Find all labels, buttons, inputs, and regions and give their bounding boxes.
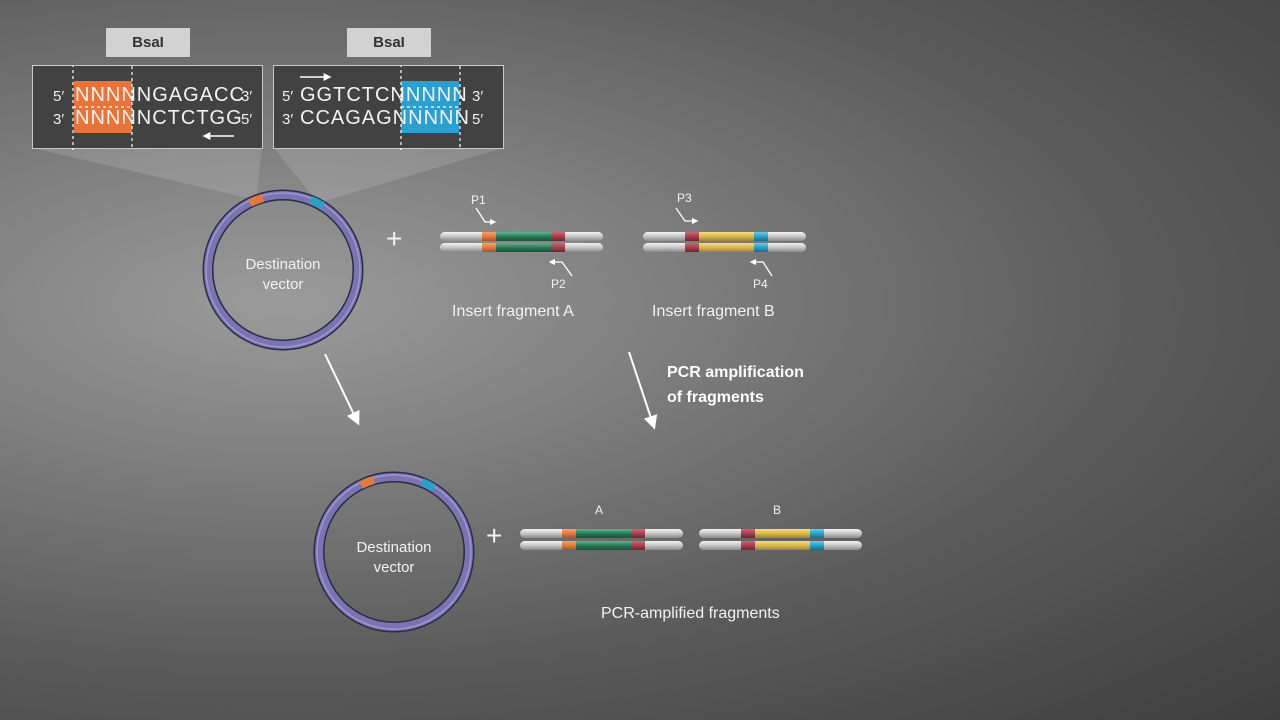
fragment-a-label: Insert fragment A [452,303,574,320]
recognition-bases: CCAGAGN [300,107,409,129]
recognition-bases: NGAGACC [136,84,245,106]
callout-cone-left [33,148,262,200]
callout-cone-right [274,148,503,203]
enzyme-label-left: BsaI [106,28,190,57]
prime-label: 3′ [53,111,65,128]
prime-label: 5′ [472,111,484,128]
enzyme-label-right: BsaI [347,28,431,57]
sequence-box-right: 5′ GGTCTCNNNNN 3′ 3′ CCAGAGNNNNN 5′ [273,65,504,150]
vector-label-line: vector [373,559,415,576]
top-vector-label: Destination vector [223,255,343,295]
prime-label: 5′ [53,88,65,105]
sequence-top-right: GGTCTCNNNNN [300,84,468,107]
primer-label-p3: P3 [677,191,692,205]
pcr-down-arrow [628,351,658,430]
primer-label-p1: P1 [471,193,486,207]
pcr-step-line: PCR amplification [667,364,804,381]
primer-p1-arrow [475,207,497,226]
recognition-bases: GGTCTCN [300,84,406,106]
fragment-b-label: Insert fragment B [652,303,775,320]
prime-label: 3′ [282,111,294,128]
amplified-fragment-b [699,529,862,550]
primer-p4-arrow [749,258,773,277]
sequence-bottom-right: CCAGAGNNNNN [300,107,470,130]
sequence-box-left: 5′ NNNNNGAGACC 3′ 3′ NNNNNCTCTGG 5′ [32,65,263,150]
amplified-label-a: A [595,503,604,517]
primer-p2-arrow [548,258,573,277]
plus-sign-top: + [386,223,403,254]
vector-down-arrow [324,353,360,426]
pcr-step-line: of fragments [667,389,764,406]
prime-label: 3′ [241,88,253,105]
prime-label: 3′ [472,88,484,105]
plus-sign-bottom: + [486,520,503,551]
prime-label: 5′ [241,111,253,128]
vector-label-line: vector [262,276,304,293]
insert-fragment-b [643,232,806,252]
amplified-fragment-a [520,529,683,550]
prime-label: 5′ [282,88,294,105]
top-vector-ring [202,189,364,351]
sequence-bottom-left: NNNNNCTCTGG [75,107,243,130]
cut-site-lines-right [300,66,461,150]
bottom-vector-ring [313,471,475,633]
overhang-bases: NNNN [405,84,468,106]
amplified-caption: PCR-amplified fragments [601,605,780,622]
insert-fragment-a [440,232,603,252]
overhang-bases: NNNN [408,107,470,129]
overhang-bases: NNNN [75,84,137,106]
bottom-vector-label: Destination vector [334,538,454,578]
primer-p3-arrow [675,207,699,225]
vector-label-line: Destination [245,256,321,273]
overhang-bases: NNNN [75,107,137,129]
amplified-label-b: B [773,503,782,517]
primer-label-p2: P2 [551,277,566,291]
pcr-step-label: PCR amplification of fragments [667,360,804,410]
cut-site-lines-left [72,66,234,150]
primer-label-p4: P4 [753,277,768,291]
sequence-top-left: NNNNNGAGACC [75,84,245,107]
vector-label-line: Destination [356,539,432,556]
recognition-bases: NCTCTGG [136,107,243,129]
